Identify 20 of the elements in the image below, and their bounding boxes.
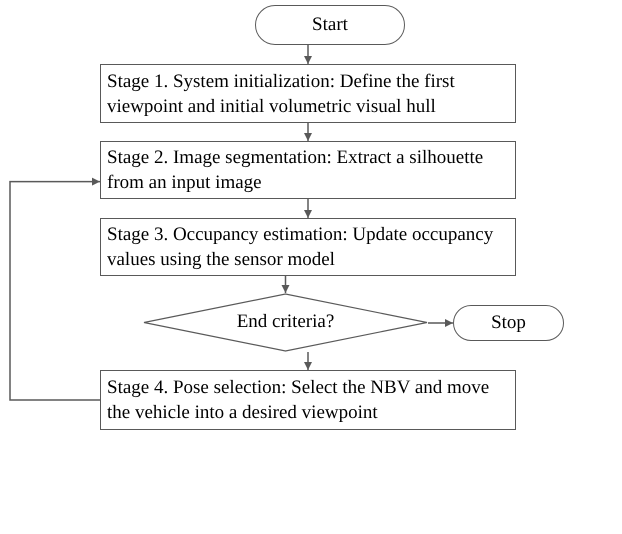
arrow bbox=[428, 319, 453, 327]
node-text: End criteria? bbox=[236, 310, 334, 334]
arrow bbox=[9, 178, 100, 401]
node-text: Stage 2. Image segmentation: Extract a silhouette from an input image bbox=[107, 146, 484, 195]
process-box bbox=[100, 141, 516, 199]
node-text: Stage 3. Occupancy estimation: Update occupancy values using the sensor model bbox=[107, 223, 494, 272]
node-text: Stop bbox=[491, 310, 526, 335]
node-text: Start bbox=[312, 12, 348, 37]
arrow bbox=[304, 45, 312, 64]
arrow bbox=[304, 123, 312, 141]
process-box bbox=[100, 64, 516, 123]
arrow bbox=[304, 199, 312, 218]
node-text: Stage 4. Pose selection: Select the NBV and move the vehicle into a desired viewpoint bbox=[107, 376, 490, 425]
node-text: Stage 1. System initialization: Define the first viewpoint and initial volumetric visual hull bbox=[107, 70, 456, 118]
process-box bbox=[100, 370, 516, 430]
arrow bbox=[282, 276, 290, 293]
arrow bbox=[304, 352, 312, 370]
process-box bbox=[100, 218, 516, 276]
terminal-shape bbox=[453, 305, 564, 341]
terminal-shape bbox=[255, 5, 405, 45]
